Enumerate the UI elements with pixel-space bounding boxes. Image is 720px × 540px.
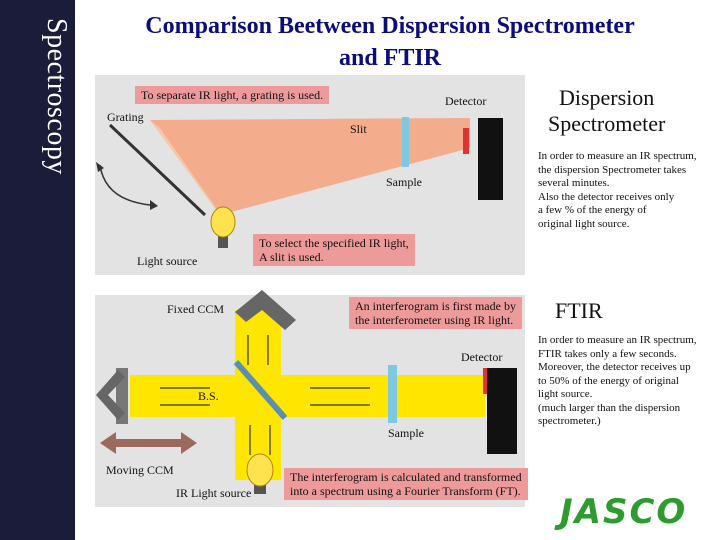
label-slit: Slit xyxy=(350,122,367,136)
dispersion-desc-line-4: Also the detector receives only xyxy=(538,190,675,203)
ftir-description: In order to measure an IR spectrum, FTIR… xyxy=(538,334,697,429)
label-moving-ccm: Moving CCM xyxy=(106,463,174,477)
label-bs: B.S. xyxy=(198,389,219,403)
moving-ccm-arrowhead-right xyxy=(181,432,197,454)
ftir-horizontal-beam xyxy=(130,375,485,417)
ftir-desc-line-4: to 50% of the energy of original xyxy=(538,374,679,387)
title-line-2: and FTIR xyxy=(338,45,442,71)
ftir-desc-line-6: (much larger than the dispersion xyxy=(538,401,681,414)
dispersion-slit xyxy=(402,117,409,167)
grating-rotate-arrowhead-1 xyxy=(96,162,104,172)
note-interferogram: An interferogram is first made by the in… xyxy=(349,297,522,329)
note-transform: The interferogram is calculated and tran… xyxy=(284,468,528,500)
ftir-detector-red xyxy=(483,368,488,394)
dispersion-description: In order to measure an IR spectrum, the … xyxy=(538,150,697,231)
grating-rotate-arrowhead-2 xyxy=(150,200,158,210)
ftir-beam-splitter xyxy=(233,360,288,420)
dispersion-desc-line-5: a few % of the energy of xyxy=(538,204,647,216)
ftir-desc-line-7: spectrometer.) xyxy=(538,415,601,427)
ftir-desc-line-3: Moreover, the detector receives up xyxy=(538,361,691,373)
fixed-ccm xyxy=(235,290,296,330)
note-slit-line-1: To select the specified IR light, xyxy=(259,236,409,250)
page-title: Comparison Beetween Dispersion Spectrome… xyxy=(95,10,685,74)
jasco-logo: JASCO xyxy=(560,492,688,532)
label-grating: Grating xyxy=(107,110,144,124)
ftir-bulb xyxy=(246,453,274,487)
label-ftir-detector: Detector xyxy=(461,350,503,364)
dispersion-detector xyxy=(478,118,503,200)
label-fixed-ccm: Fixed CCM xyxy=(167,302,225,316)
dispersion-heading-line-2: Spectrometer xyxy=(548,111,666,136)
ftir-heading: FTIR xyxy=(555,298,603,323)
label-ir-light-source: IR Light source xyxy=(176,486,252,500)
dispersion-heading-line-1: Dispersion xyxy=(558,85,655,110)
dispersion-bulb xyxy=(210,206,236,238)
ftir-detector xyxy=(487,368,517,454)
dispersion-desc-line-6: original light source. xyxy=(538,217,630,230)
note-slit: To select the specified IR light, A slit… xyxy=(253,234,415,266)
note-transform-line-2: into a spectrum using a Fourier Transfor… xyxy=(290,484,521,498)
title-line-1: Comparison Beetween Dispersion Spectrome… xyxy=(145,13,635,39)
label-ftir-sample: Sample xyxy=(388,426,424,440)
ftir-desc-line-2: FTIR takes only a few seconds. xyxy=(538,347,677,360)
ftir-desc-line-1: In order to measure an IR spectrum, xyxy=(538,334,697,346)
label-sample: Sample xyxy=(386,175,422,189)
dispersion-desc-line-3: several minutes. xyxy=(538,177,610,189)
label-detector: Detector xyxy=(445,94,487,108)
label-light-source: Light source xyxy=(137,254,198,268)
note-grating: To separate IR light, a grating is used. xyxy=(135,86,330,104)
moving-ccm xyxy=(96,370,125,420)
ftir-desc-line-5: light source. xyxy=(538,388,593,400)
note-interferogram-line-2: the interferometer using IR light. xyxy=(355,313,514,327)
note-slit-line-2: A slit is used. xyxy=(259,250,324,264)
ftir-sample xyxy=(388,365,397,423)
dispersion-bulb-base xyxy=(218,232,228,248)
sidebar-label: Spectroscopy xyxy=(41,18,72,175)
dispersion-light-beam xyxy=(150,118,470,215)
grating-line xyxy=(108,123,207,217)
dispersion-reflected-beam xyxy=(150,120,235,235)
note-interferogram-line-1: An interferogram is first made by xyxy=(355,299,516,313)
dispersion-desc-line-1: In order to measure an IR spectrum, xyxy=(538,150,697,162)
note-transform-line-1: The interferogram is calculated and tran… xyxy=(290,470,522,484)
moving-ccm-arrowhead-left xyxy=(100,432,116,454)
dispersion-sample xyxy=(463,128,469,154)
grating-rotate-arrow xyxy=(99,164,151,206)
sidebar: Spectroscopy xyxy=(0,0,75,540)
dispersion-desc-line-2: the dispersion Spectrometer takes xyxy=(538,163,687,176)
dispersion-heading: Dispersion Spectrometer xyxy=(548,85,665,137)
